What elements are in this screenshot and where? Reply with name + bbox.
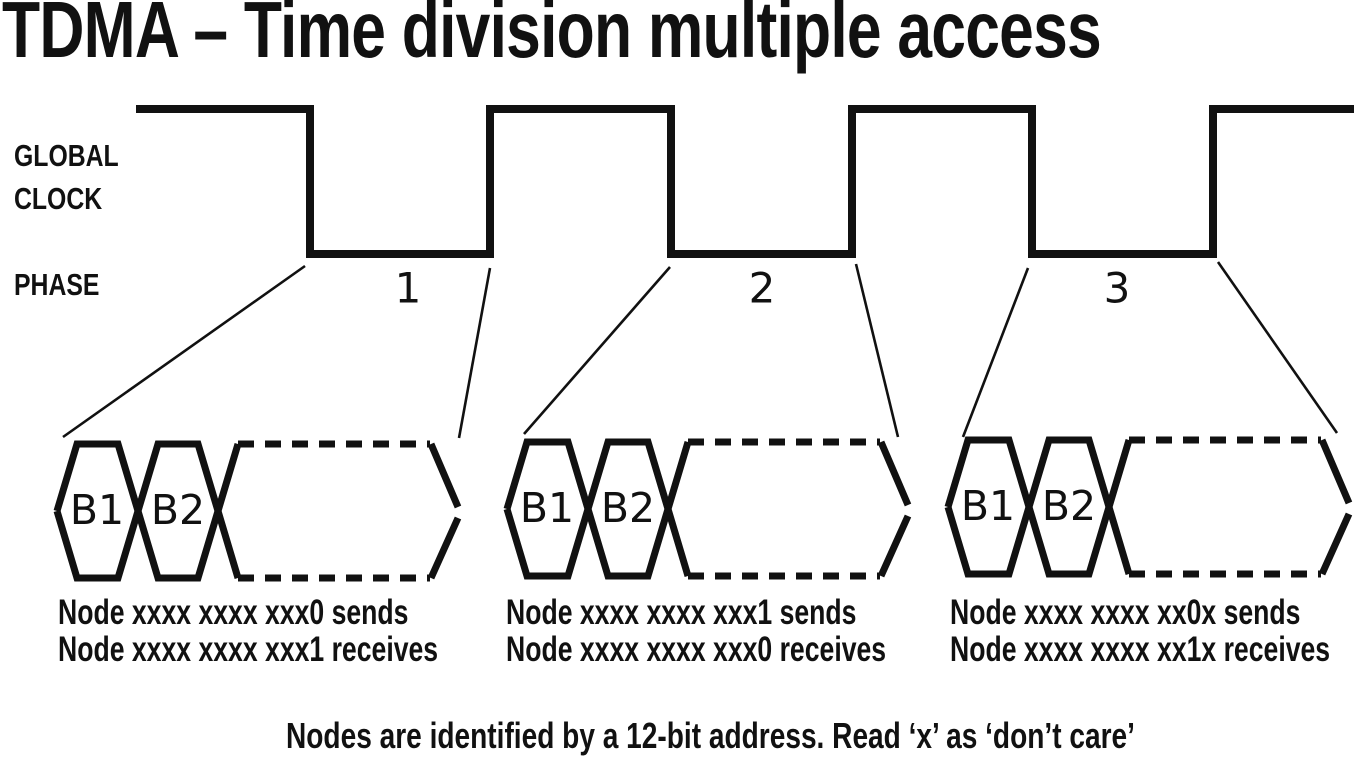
phase3-node-receives-line: Node xxxx xxxx xx1x receives (950, 630, 1331, 669)
phase1-node-receives-line: Node xxxx xxxx xxx1 receives (58, 630, 439, 669)
phase3-slot-b2-label: B2 (1041, 482, 1097, 531)
phase2-slot-b2-label: B2 (600, 484, 656, 533)
global-clock-label-line2: CLOCK (14, 181, 103, 216)
phase2-node-receives-line: Node xxxx xxxx xxx0 receives (506, 630, 887, 669)
footer-note: Nodes are identified by a 12-bit address… (286, 715, 1135, 756)
phase1-slot-b2-label: B2 (150, 486, 206, 535)
expansion-line-phase1-left (62, 264, 306, 439)
expansion-line-phase3-right (1216, 261, 1339, 434)
phase3-node-sends-line: Node xxxx xxxx xx0x sends (950, 593, 1301, 632)
phase2-node-sends-line: Node xxxx xxxx xxx1 sends (506, 593, 857, 632)
expansion-line-phase2-left (523, 266, 671, 435)
phase-number-3: 3 (1103, 263, 1131, 313)
expansion-line-phase3-left (961, 267, 1030, 438)
phase3-node-annotation: Node xxxx xxxx xx0x sends Node xxxx xxxx… (950, 594, 1330, 668)
phase2-slot-b1-label: B1 (519, 484, 575, 533)
global-clock-label-line1: GLOBAL (14, 138, 119, 173)
phase1-slot-b1-label: B1 (69, 486, 125, 535)
phase3-slot-b1-label: B1 (960, 482, 1016, 531)
phase-label: PHASE (14, 267, 100, 302)
expansion-line-phase2-right (854, 263, 900, 438)
phase2-node-annotation: Node xxxx xxxx xxx1 sends Node xxxx xxxx… (506, 594, 886, 668)
phase1-node-sends-line: Node xxxx xxxx xxx0 sends (58, 593, 409, 632)
page-title: TDMA – Time division multiple access (2, 0, 1102, 74)
phase1-node-annotation: Node xxxx xxxx xxx0 sends Node xxxx xxxx… (58, 594, 438, 668)
expansion-line-phase1-right (457, 267, 492, 439)
global-clock-label: GLOBAL CLOCK (14, 134, 119, 220)
clock-waveform (136, 105, 1354, 258)
phase-number-2: 2 (748, 263, 776, 313)
phase-number-1: 1 (394, 263, 422, 313)
